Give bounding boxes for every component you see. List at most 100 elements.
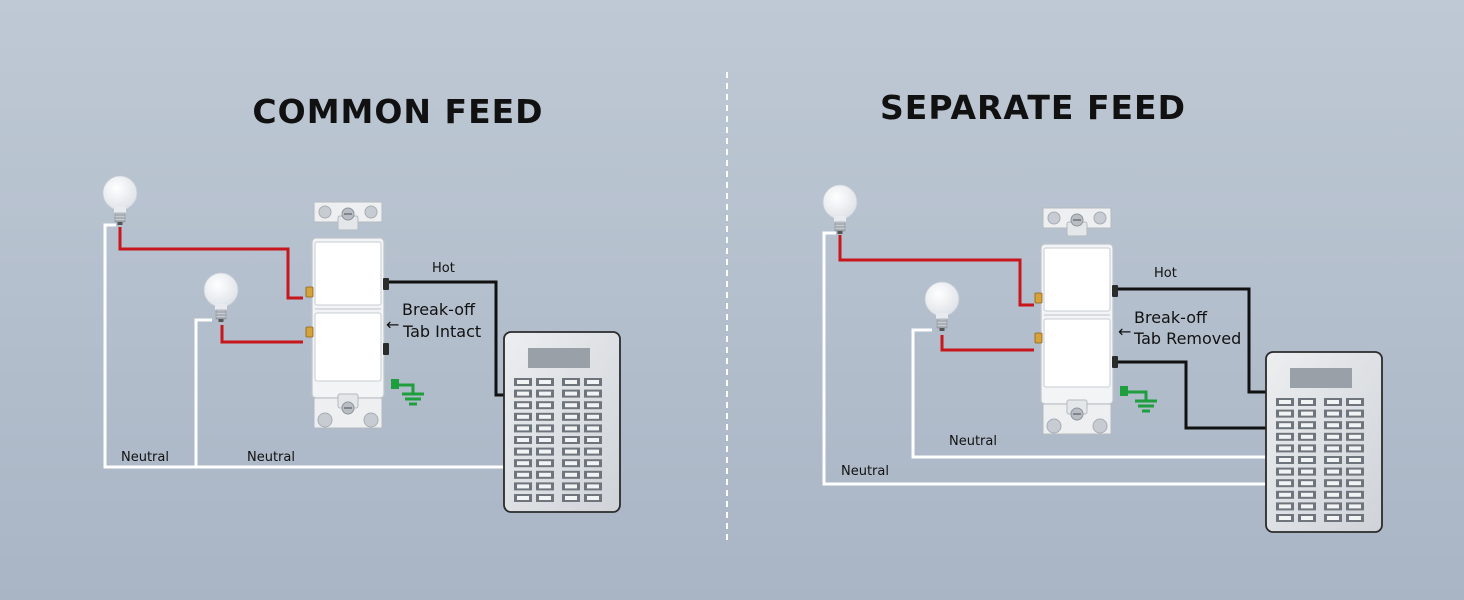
breaker-toggle — [1301, 504, 1313, 509]
breaker-toggle — [1301, 423, 1313, 428]
load-wires-left — [118, 227, 303, 344]
breaker-toggle — [587, 472, 599, 477]
hot-terminal-2 — [1112, 356, 1118, 368]
breaker-toggle — [587, 414, 599, 419]
breaker-toggle — [517, 461, 529, 466]
breaker-toggle — [1349, 504, 1361, 509]
separate-feed-title: SEPARATE FEED — [880, 88, 1186, 127]
breaker-toggle — [1349, 446, 1361, 451]
breaker-toggle — [539, 472, 551, 477]
breaker-toggle — [517, 438, 529, 442]
breaker-toggle — [565, 414, 577, 419]
breaker-toggle — [587, 426, 599, 431]
breaker-toggle — [1349, 516, 1361, 520]
breaker-toggle — [1301, 446, 1313, 451]
breaker-toggle — [1301, 411, 1313, 416]
breaker-toggle — [1301, 434, 1313, 439]
common-feed-diagram: COMMON FEED Hot Break-off Tab Inta — [102, 92, 621, 513]
neutral-label: Neutral — [949, 434, 997, 449]
breaker-toggle — [1349, 423, 1361, 428]
breaker-toggle — [1327, 411, 1339, 416]
hot-terminal — [383, 278, 389, 290]
breaker-toggle — [539, 461, 551, 466]
neutral-wires-left — [103, 223, 506, 469]
breaker-toggle — [1279, 423, 1291, 428]
breaker-toggle — [587, 449, 599, 454]
breaker-toggle — [517, 414, 529, 419]
breaker-toggle — [539, 403, 551, 408]
breaker-toggle — [539, 496, 551, 500]
breaker-toggle — [1279, 446, 1291, 451]
breaker-toggle — [1349, 411, 1361, 416]
breaker-toggle — [587, 403, 599, 408]
breaker-toggle — [539, 484, 551, 489]
arrow-icon: ← — [1118, 322, 1131, 341]
breaker-toggle — [1349, 469, 1361, 474]
breaker-toggle — [517, 449, 529, 454]
ground-symbol — [391, 379, 424, 406]
breaker-toggle — [1279, 400, 1291, 404]
breaker-toggle — [1327, 423, 1339, 428]
breaker-toggle — [1301, 458, 1313, 462]
breaker-toggle — [1327, 434, 1339, 439]
breaker-toggle — [1327, 458, 1339, 462]
separate-feed-diagram: SEPARATE FEED Hot Break-off — [822, 88, 1383, 533]
hot-label: Hot — [1154, 266, 1177, 281]
breaker-toggle — [1327, 469, 1339, 474]
breaker-toggle — [565, 426, 577, 431]
breaker-toggle — [1279, 504, 1291, 509]
tab-label-line2: Tab Removed — [1133, 329, 1241, 348]
breaker-toggle — [1301, 481, 1313, 486]
common-feed-title: COMMON FEED — [252, 92, 543, 131]
breaker-toggle — [1279, 458, 1291, 462]
breaker-toggle — [1327, 504, 1339, 509]
breaker-toggle — [1349, 481, 1361, 486]
breaker-toggle — [539, 438, 551, 442]
breaker-toggle — [565, 380, 577, 384]
breaker-slots — [514, 378, 602, 502]
breaker-toggle — [1301, 400, 1313, 404]
neutral-label: Neutral — [841, 464, 889, 479]
breaker-toggle — [1349, 400, 1361, 404]
breaker-toggle — [587, 380, 599, 384]
hot-terminal — [1112, 285, 1118, 297]
breaker-toggle — [565, 449, 577, 454]
tab-label-line1: Break-off — [1134, 308, 1208, 327]
breaker-toggle — [517, 380, 529, 384]
hot-wires-right — [1116, 287, 1266, 430]
breaker-toggle — [1327, 446, 1339, 451]
breaker-toggle — [517, 426, 529, 431]
hot-wire-left — [384, 280, 506, 397]
breaker-toggle — [1301, 492, 1313, 497]
breaker-toggle — [1301, 469, 1313, 474]
breaker-toggle — [587, 496, 599, 500]
breaker-toggle — [1279, 434, 1291, 439]
breaker-toggle — [517, 496, 529, 500]
breaker-toggle — [565, 438, 577, 442]
breaker-toggle — [1349, 458, 1361, 462]
hot-label: Hot — [432, 261, 455, 276]
breaker-toggle — [539, 426, 551, 431]
breaker-toggle — [517, 391, 529, 396]
breaker-toggle — [565, 472, 577, 477]
breaker-toggle — [565, 484, 577, 489]
tab-label-line1: Break-off — [402, 300, 476, 319]
ground-symbol — [1120, 386, 1157, 413]
breaker-toggle — [517, 472, 529, 477]
arrow-icon: ← — [386, 315, 399, 334]
breaker-toggle — [1301, 516, 1313, 520]
neutral-wires-right — [822, 231, 1266, 486]
breaker-toggle — [517, 403, 529, 408]
breaker-slots — [1276, 398, 1364, 522]
neutral-label: Neutral — [121, 450, 169, 465]
breaker-toggle — [1327, 481, 1339, 486]
breaker-toggle — [1279, 516, 1291, 520]
breaker-toggle — [587, 484, 599, 489]
breaker-toggle — [587, 461, 599, 466]
breaker-toggle — [565, 403, 577, 408]
terminal-screw — [383, 343, 389, 355]
breaker-toggle — [1327, 516, 1339, 520]
breaker-toggle — [1327, 492, 1339, 497]
tab-label-line2: Tab Intact — [402, 322, 481, 341]
